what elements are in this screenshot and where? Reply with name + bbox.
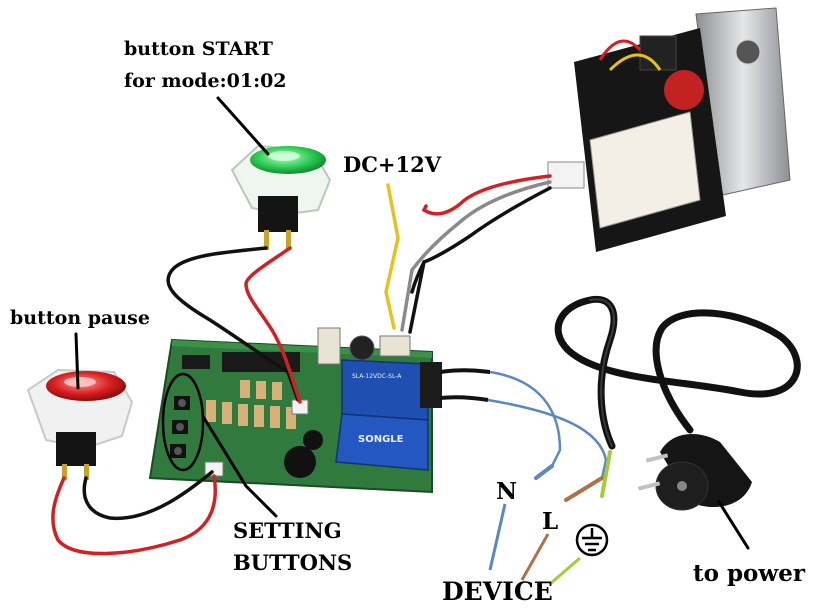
setting-buttons-label-line2: BUTTONS: [233, 550, 353, 575]
setting-buttons: [170, 396, 190, 458]
pause-wire-red: [51, 474, 218, 556]
neutral-label: N: [496, 478, 518, 505]
device-wire-black: [439, 368, 491, 374]
relay: SONGLE SLA-12VDC-SL-A: [335, 359, 429, 471]
start-wire-red: [244, 246, 302, 404]
relay-brand: SONGLE: [358, 434, 404, 445]
power-plug: [637, 433, 752, 511]
pointer-lines: [74, 96, 750, 550]
setting-buttons-label-line1: SETTING: [233, 518, 342, 543]
setting-buttons-circle: [161, 372, 205, 472]
device-lead-ground: [549, 556, 581, 586]
pause-button: [26, 368, 134, 480]
device-lead-l: [520, 533, 550, 581]
ground-icon: [575, 523, 609, 557]
device-lead-n: [488, 503, 507, 571]
live-label: L: [542, 508, 559, 535]
start-button: [230, 144, 332, 250]
start-button-label-line2: for mode:01:02: [124, 70, 287, 92]
pause-button-label: button pause: [10, 307, 150, 329]
coin-acceptor: [547, 7, 791, 252]
relay-model: SLA-12VDC-SL-A: [352, 373, 402, 380]
power-connector: [379, 335, 411, 357]
coin-acceptor-connector: [547, 161, 585, 189]
start-wire-black: [166, 246, 300, 402]
to-power-label: to power: [693, 560, 805, 587]
dc-wires: [384, 174, 552, 334]
power-cord: [554, 295, 801, 450]
device-label: DEVICE: [442, 577, 553, 606]
device-wire-blue-upper: [489, 370, 562, 467]
start-button-label-line1: button START: [124, 38, 273, 60]
buzzer: [284, 446, 316, 478]
dc-power-label: DC+12V: [343, 152, 442, 177]
device-terminal: [420, 362, 442, 408]
pause-wire-black: [82, 470, 214, 520]
